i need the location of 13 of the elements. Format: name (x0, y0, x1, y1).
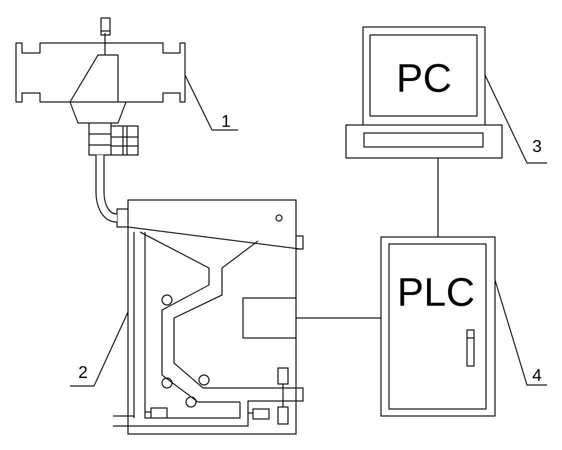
monitor-drawing: PC (346, 26, 502, 158)
callout-number: 2 (79, 366, 87, 378)
leader-line (484, 74, 548, 164)
pipe-valve-drawing (16, 18, 186, 156)
machine-drawing (112, 200, 304, 434)
callout-number: 1 (222, 115, 230, 127)
callout-number: 4 (532, 369, 542, 381)
cabinet-drawing: PLC (380, 236, 496, 416)
leader-line (494, 280, 548, 386)
hose (96, 155, 118, 222)
callout-number: 3 (532, 140, 541, 152)
leader-line (70, 312, 128, 386)
leader-line (184, 74, 238, 130)
